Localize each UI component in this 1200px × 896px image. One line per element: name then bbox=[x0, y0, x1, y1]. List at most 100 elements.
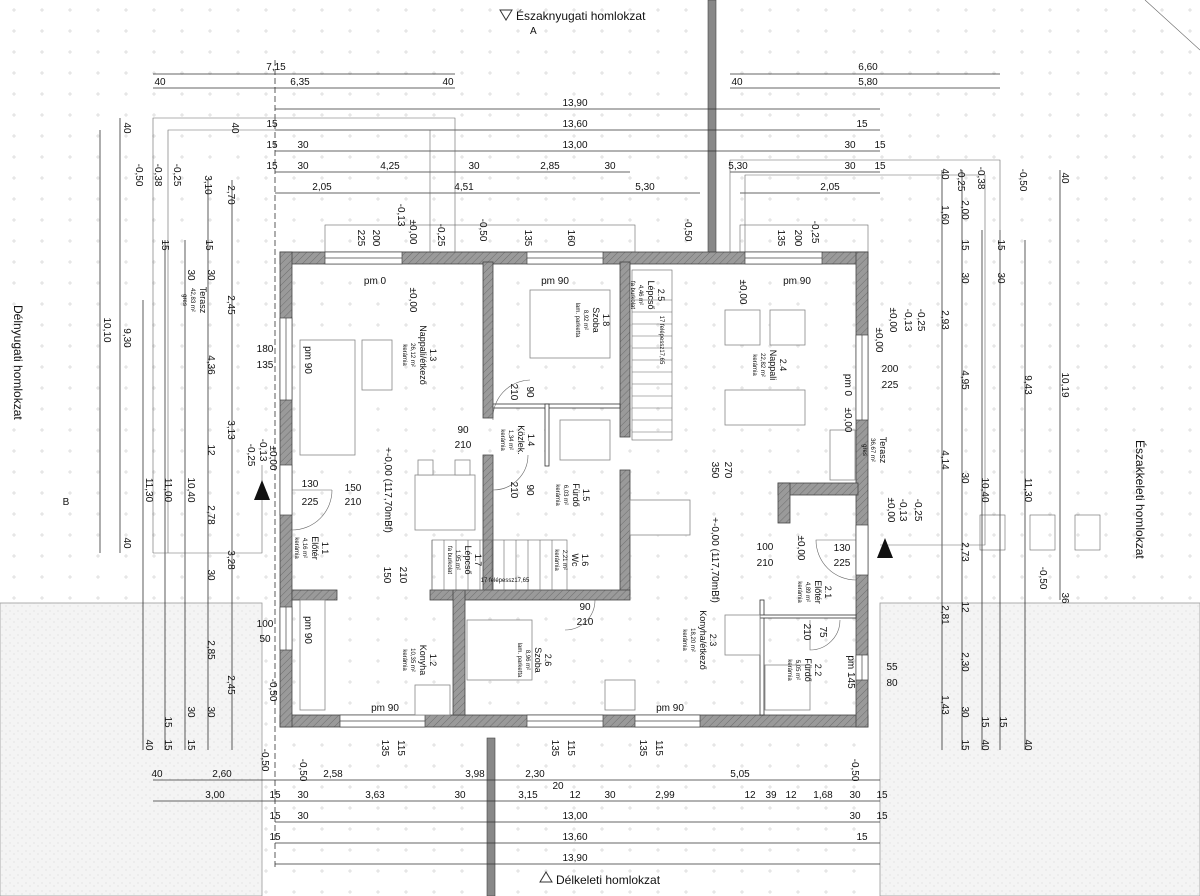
openings-label: -0,50 bbox=[682, 219, 693, 242]
dims-right-label: 10,40 bbox=[979, 477, 990, 502]
dims-left-label: 2,45 bbox=[225, 675, 236, 695]
room-floor: kerámia bbox=[499, 429, 505, 451]
dims-left-label: B bbox=[63, 497, 70, 508]
dims-bottom-label: 30 bbox=[297, 790, 309, 801]
openings-label: ±0,00 bbox=[407, 220, 418, 245]
room-area: 22,82 m² bbox=[759, 353, 765, 377]
dims-bottom-label: 30 bbox=[604, 790, 616, 801]
dims-right-label: 40 bbox=[1059, 172, 1070, 184]
dims-bottom-label: 30 bbox=[454, 790, 466, 801]
dims-left-label: 3,10 bbox=[202, 175, 213, 195]
room-floor: kerámia bbox=[554, 484, 560, 506]
dims-bottom-label: 12 bbox=[785, 790, 797, 801]
dims-bottom-label: 15 bbox=[269, 811, 281, 822]
dims-bottom-label: 30 bbox=[849, 811, 861, 822]
openings-label: 210 bbox=[757, 558, 774, 569]
openings-label: 135 bbox=[522, 230, 533, 247]
dims-bottom-label: 13,90 bbox=[562, 853, 587, 864]
dims-top-label: 4,25 bbox=[380, 161, 400, 172]
room-name: Nappali bbox=[768, 350, 778, 381]
openings-label: 210 bbox=[508, 384, 519, 401]
dims-right-label: 9,43 bbox=[1022, 375, 1033, 395]
dims-top-label: 13,60 bbox=[562, 119, 587, 130]
dims-top-label: 15 bbox=[874, 140, 886, 151]
openings-label: ±0,00 bbox=[842, 408, 853, 433]
dims-left-label: -0,50 bbox=[133, 164, 144, 187]
openings-label: 135 bbox=[379, 740, 390, 757]
dims-right-label: 2,73 bbox=[959, 542, 970, 562]
dims-left-label: 3,28 bbox=[225, 550, 236, 570]
dims-bottom-label: 15 bbox=[856, 832, 868, 843]
openings-label: 100 bbox=[257, 619, 274, 630]
room-number: 1.1 bbox=[320, 542, 330, 555]
dims-right-label: 15 bbox=[997, 716, 1008, 728]
room-floor: kerámia bbox=[681, 629, 687, 651]
dims-bottom-label: 15 bbox=[269, 832, 281, 843]
room-number: 2.1 bbox=[823, 586, 833, 599]
dims-right-label: 30 bbox=[959, 706, 970, 718]
room-name: Terasz bbox=[878, 437, 888, 464]
stair-note: 17 felépessz17,65 bbox=[481, 578, 530, 584]
dims-right-label: 1,43 bbox=[939, 695, 950, 715]
dims-top-label: 15 bbox=[874, 161, 886, 172]
dims-top-label: 15 bbox=[266, 161, 278, 172]
dims-right-label: 10,19 bbox=[1059, 372, 1070, 397]
dims-top-label: 40 bbox=[731, 77, 743, 88]
openings-label: 210 bbox=[508, 482, 519, 499]
furniture bbox=[299, 289, 856, 716]
dims-left-label: -0,50 bbox=[267, 679, 278, 702]
facade-label-north-east: Északkeleti homlokzat bbox=[1133, 440, 1148, 559]
section-mark-a: A bbox=[530, 26, 537, 37]
dims-top-label: 5,30 bbox=[728, 161, 748, 172]
openings-label: +-0,00 (117,70mBf) bbox=[382, 447, 393, 533]
openings-label: ±0,00 bbox=[885, 498, 896, 523]
dims-right-label: 12 bbox=[959, 601, 970, 613]
room-area: 18,20 m² bbox=[689, 628, 695, 652]
openings-label: 160 bbox=[565, 230, 576, 247]
openings-label: 100 bbox=[757, 542, 774, 553]
dims-bottom-label: 2,99 bbox=[655, 790, 675, 801]
openings-label: -0,13 bbox=[257, 439, 268, 462]
dims-right-label: 30 bbox=[959, 272, 970, 284]
openings-label: 130 bbox=[834, 543, 851, 554]
openings-label: 90 bbox=[524, 386, 535, 398]
openings-label: pm 90 bbox=[302, 346, 313, 374]
dims-bottom-label: 30 bbox=[849, 790, 861, 801]
dims-right-label: -0,38 bbox=[975, 167, 986, 190]
room-floor: kerámia bbox=[796, 581, 802, 603]
openings-label: 135 bbox=[257, 360, 274, 371]
dims-left-label: 30 bbox=[205, 269, 216, 281]
dims-top-label: 30 bbox=[468, 161, 480, 172]
openings-label: 130 bbox=[302, 479, 319, 490]
openings-label: ±0,00 bbox=[737, 280, 748, 305]
dims-left-label: 15 bbox=[159, 239, 170, 251]
dims-bottom-label: 15 bbox=[876, 790, 888, 801]
dims-bottom-label: 13,00 bbox=[562, 811, 587, 822]
dims-top-label: 30 bbox=[844, 161, 856, 172]
dims-left-label: 15 bbox=[203, 239, 214, 251]
dims-left-label: 11,00 bbox=[162, 478, 173, 503]
dims-left-label: 2,70 bbox=[225, 185, 236, 205]
dims-top-label: 4,51 bbox=[454, 182, 474, 193]
room-area: 8,96 m² bbox=[524, 650, 530, 670]
dims-bottom-label: 40 bbox=[151, 769, 163, 780]
room-floor: kerámia bbox=[401, 649, 407, 671]
room-name: Lépcső bbox=[463, 545, 473, 574]
dims-left-label: 2,45 bbox=[225, 295, 236, 315]
dims-top-label: 40 bbox=[442, 77, 454, 88]
dims-left-label: 15 bbox=[185, 739, 196, 751]
openings-label: 200 bbox=[792, 230, 803, 247]
dims-left-label: 12 bbox=[205, 444, 216, 456]
dims-right-label: -0,50 bbox=[1037, 567, 1048, 590]
openings-label: 225 bbox=[882, 380, 899, 391]
room-area: 4,16 m² bbox=[301, 538, 307, 558]
